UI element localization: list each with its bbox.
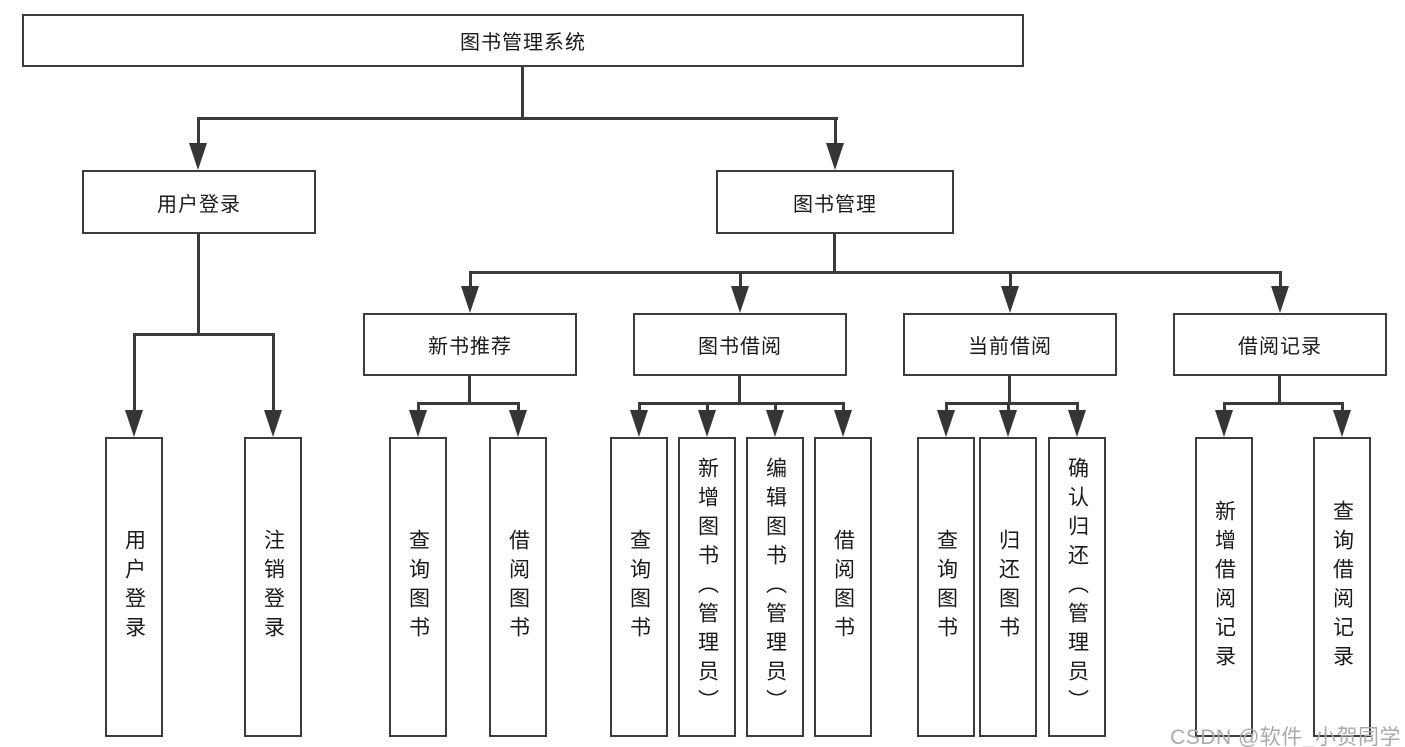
arrowhead-down-icon	[937, 410, 955, 437]
connector-new-books-split	[417, 402, 520, 405]
node-user-login-label: 用户登录	[157, 193, 241, 216]
leaf-return-books: 归还图书	[979, 437, 1037, 737]
node-borrow-records-label: 借阅记录	[1238, 336, 1322, 358]
connector-arm-leaf	[417, 402, 420, 412]
connector-root-split	[197, 117, 838, 120]
node-new-book-recommend-label: 新书推荐	[428, 336, 512, 358]
arrowhead-down-icon	[409, 410, 427, 437]
connector-arm-leaf	[638, 402, 641, 412]
leaf-label: 用户登录	[122, 529, 146, 645]
leaf-label: 归还图书	[996, 529, 1020, 645]
connector-arm-current-borrow	[1009, 271, 1012, 289]
leaf-edit-books-admin: 编辑图书（管理员）	[746, 437, 804, 737]
leaf-user-login: 用户登录	[105, 437, 163, 737]
csdn-watermark: CSDN @软件_小贺同学	[1170, 726, 1401, 747]
arrowhead-down-icon	[698, 410, 716, 437]
leaf-label: 查询图书	[934, 529, 958, 645]
leaf-label: 新增图书（管理员）	[695, 456, 719, 718]
connector-arm-leaf	[774, 402, 777, 412]
connector-arm-borrow-records	[1279, 271, 1282, 289]
node-book-borrow-label: 图书借阅	[698, 336, 782, 358]
leaf-label: 借阅图书	[831, 529, 855, 645]
arrowhead-down-icon	[1068, 410, 1086, 437]
connector-arm-user-login	[197, 117, 200, 146]
node-book-borrow: 图书借阅	[633, 313, 847, 376]
connector-new-books-stem	[468, 376, 471, 404]
connector-book-mgmt-stem	[833, 234, 836, 273]
leaf-borrow-books: 借阅图书	[814, 437, 872, 737]
connector-arm-leaf	[272, 333, 275, 413]
leaf-label: 新增借阅记录	[1212, 500, 1236, 674]
leaf-label: 借阅图书	[506, 529, 530, 645]
connector-arm-leaf	[1223, 402, 1226, 412]
connector-user-login-split	[133, 333, 275, 336]
arrowhead-down-icon	[509, 410, 527, 437]
leaf-add-books-admin: 新增图书（管理员）	[678, 437, 736, 737]
leaf-label: 编辑图书（管理员）	[763, 456, 787, 718]
connector-arm-leaf	[945, 402, 948, 412]
connector-arm-leaf	[517, 402, 520, 412]
node-current-borrow: 当前借阅	[903, 313, 1117, 376]
leaf-query-books-current: 查询图书	[917, 437, 975, 737]
connector-arm-book-mgmt	[834, 117, 837, 146]
leaf-label: 注销登录	[261, 529, 285, 645]
connector-user-login-stem	[197, 233, 200, 335]
node-current-borrow-label: 当前借阅	[968, 336, 1052, 358]
arrowhead-down-icon	[1001, 286, 1019, 313]
arrowhead-down-icon	[1333, 410, 1351, 437]
arrowhead-down-icon	[461, 286, 479, 313]
node-borrow-records: 借阅记录	[1173, 313, 1387, 376]
node-user-login: 用户登录	[82, 170, 316, 234]
leaf-label: 查询图书	[406, 529, 430, 645]
node-root-label: 图书管理系统	[460, 32, 586, 54]
leaf-borrow-books-recommend: 借阅图书	[489, 437, 547, 737]
connector-arm-leaf	[842, 402, 845, 412]
arrowhead-down-icon	[731, 286, 749, 313]
leaf-query-books-borrow: 查询图书	[610, 437, 668, 737]
node-book-management-label: 图书管理	[793, 193, 877, 216]
arrowhead-down-icon	[264, 410, 282, 437]
connector-arm-leaf	[1076, 402, 1079, 412]
leaf-query-borrow-record: 查询借阅记录	[1313, 437, 1371, 737]
leaf-label: 查询借阅记录	[1330, 500, 1354, 674]
arrowhead-down-icon	[834, 410, 852, 437]
connector-arm-leaf	[133, 333, 136, 413]
arrowhead-down-icon	[189, 143, 207, 170]
node-new-book-recommend: 新书推荐	[363, 313, 577, 376]
leaf-label: 确认归还（管理员）	[1065, 456, 1089, 718]
connector-arm-new-books	[469, 271, 472, 289]
leaf-confirm-return-admin: 确认归还（管理员）	[1048, 437, 1106, 737]
arrowhead-down-icon	[630, 410, 648, 437]
connector-current-borrow-split	[945, 402, 1079, 405]
connector-book-borrow-split	[638, 402, 845, 405]
leaf-logout: 注销登录	[244, 437, 302, 737]
arrowhead-down-icon	[1215, 410, 1233, 437]
node-book-management: 图书管理	[716, 170, 954, 234]
arrowhead-down-icon	[766, 410, 784, 437]
arrowhead-down-icon	[1271, 286, 1289, 313]
connector-arm-leaf	[706, 402, 709, 412]
leaf-label: 查询图书	[627, 529, 651, 645]
node-root: 图书管理系统	[22, 14, 1024, 67]
leaf-add-borrow-record: 新增借阅记录	[1195, 437, 1253, 737]
connector-root-stem	[521, 66, 524, 119]
arrowhead-down-icon	[125, 410, 143, 437]
connector-book-mgmt-split	[469, 271, 1282, 274]
connector-book-borrow-stem	[738, 376, 741, 404]
connector-arm-book-borrow	[739, 271, 742, 289]
leaf-query-books-recommend: 查询图书	[389, 437, 447, 737]
connector-borrow-records-split	[1223, 402, 1344, 405]
connector-borrow-records-stem	[1278, 376, 1281, 404]
arrowhead-down-icon	[826, 143, 844, 170]
arrowhead-down-icon	[999, 410, 1017, 437]
connector-arm-leaf	[1007, 402, 1010, 412]
connector-current-borrow-stem	[1008, 376, 1011, 404]
connector-arm-leaf	[1341, 402, 1344, 412]
